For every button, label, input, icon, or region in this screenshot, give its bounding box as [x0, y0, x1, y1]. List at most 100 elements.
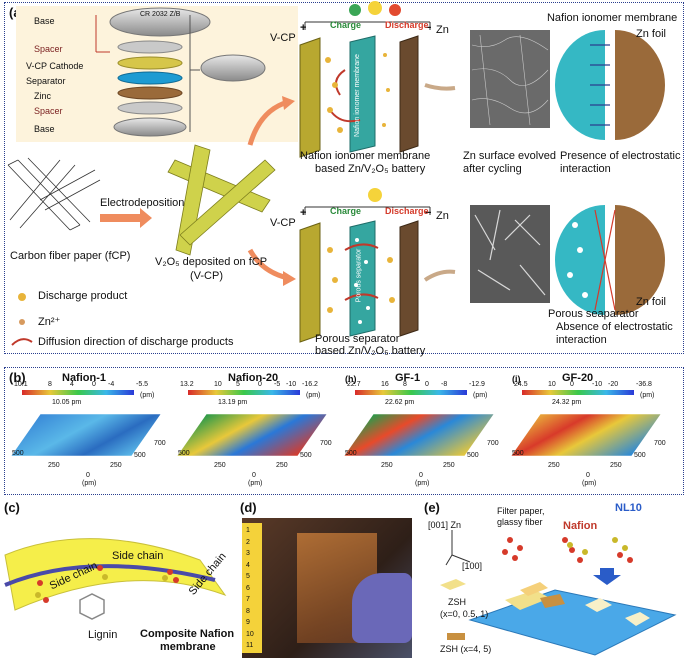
nl10-label: NL10 [615, 502, 642, 514]
electrodeposition-label: Electrodeposition [100, 197, 185, 209]
ruler-tick-label: 5 [246, 573, 250, 580]
stack-label-base-bottom: Base [34, 124, 55, 134]
afm-axis-f: 700 [320, 440, 332, 447]
sem-top-caption-1: Zn surface evolved [463, 150, 556, 162]
afm-title: Nafion-1 [62, 372, 106, 384]
afm-tick-3: -10 [592, 381, 603, 388]
afm-axis-z: (pm) [582, 480, 597, 487]
afm-tick-4: -5 [274, 381, 281, 388]
afm-unit: (pm) [140, 392, 155, 399]
afm-tick-3: 0 [258, 381, 262, 388]
top-plus-terminal: + [300, 22, 307, 34]
stack-label-separator: Separator [26, 76, 66, 86]
afm-corner: (i) [512, 374, 521, 384]
zsh-label-2: ZSH (x=4, 5) [440, 644, 492, 654]
afm-colorbar [522, 390, 634, 395]
zn-substrate [468, 589, 677, 656]
side-chain-label-1: Side chain [47, 559, 100, 593]
top-cell-caption-1: Nafion ionomer membrane [300, 150, 431, 162]
filter-paper-molecule [502, 537, 523, 561]
afm-min: -16.2 [302, 381, 318, 388]
afm-axis-z: (pm) [248, 480, 263, 487]
circle-bottom-separator-label: Porous seaparator [548, 308, 639, 320]
zsh-platelets [505, 582, 650, 626]
zsh-label-1: ZSH [448, 597, 466, 607]
bottom-charge-label: Charge [330, 206, 362, 216]
afm-axis-a: 500 [345, 450, 357, 457]
afm-axis-f: 700 [154, 440, 166, 447]
afm-height: 22.62 pm [385, 399, 415, 406]
afm-axis-b: 250 [48, 462, 60, 469]
afm-tick-2: 0 [570, 381, 574, 388]
afm-axis-d: 250 [610, 462, 622, 469]
bottom-zn-label: Zn [436, 210, 449, 222]
afm-axis-c: 0 [586, 472, 590, 479]
afm-colorbar [355, 390, 467, 395]
afm-axis-d: 250 [276, 462, 288, 469]
afm-height: 24.32 pm [552, 399, 582, 406]
afm-surface [511, 414, 661, 456]
panel-e-tag: (e) [424, 500, 440, 515]
circle-top-caption-1: Presence of electrostatic [560, 150, 681, 162]
afm-tick-2: 5 [236, 381, 240, 388]
bottom-discharge-label: Discharge [385, 206, 429, 216]
stack-label-spacer-2: Spacer [34, 106, 63, 116]
afm-height: 10.05 pm [52, 399, 82, 406]
bottom-minus-terminal: − [425, 207, 432, 219]
afm-tick-1: 10 [214, 381, 222, 388]
afm-axis-a: 500 [12, 450, 24, 457]
afm-tick-2: 4 [70, 381, 74, 388]
bottom-cell-caption-1: Porous separator [315, 333, 400, 345]
afm-surface [11, 414, 161, 456]
afm-tick-2: 8 [403, 381, 407, 388]
afm-axis-e: 500 [134, 452, 146, 459]
afm-tick-1: 8 [48, 381, 52, 388]
afm-tick-4: -4 [108, 381, 115, 388]
legend-zn-label: Zn²⁺ [38, 316, 61, 328]
afm-title: GF-1 [395, 372, 421, 384]
afm-unit: (pm) [473, 392, 488, 399]
zsh-label-1b: (x=0, 0.5, 1) [440, 609, 489, 619]
nafion-label: Nafion [563, 520, 598, 532]
afm-min: -36.8 [636, 381, 652, 388]
afm-tick-4: -8 [441, 381, 448, 388]
fcp-label: Carbon fiber paper (fCP) [10, 250, 131, 262]
filter-paper-label-2: glassy fiber [497, 517, 543, 527]
circle-bottom-caption-2: interaction [556, 334, 607, 346]
bottom-plus-terminal: + [300, 207, 307, 219]
afm-axis-f: 700 [487, 440, 499, 447]
composite-label-2: membrane [160, 641, 216, 653]
afm-colorbar [22, 390, 134, 395]
afm-axis-z: (pm) [82, 480, 97, 487]
lignin-label: Lignin [88, 629, 118, 641]
zsh-legend-swatch-2 [447, 633, 465, 640]
legend-diffusion-label: Diffusion direction of discharge product… [38, 336, 234, 348]
axis-001-label: [001] Zn [428, 520, 462, 530]
afm-axis-c: 0 [419, 472, 423, 479]
circle-top-membrane-label: Nafion ionomer membrane [546, 12, 678, 24]
coin-cell-stack-box: Base Spacer V-CP Cathode Separator Zinc … [16, 6, 298, 142]
afm-corner: (h) [345, 374, 357, 384]
glove-hand [352, 573, 412, 643]
sem-top-caption-2: after cycling [463, 163, 522, 175]
panel-b: (b) [4, 367, 684, 495]
panel-d-tag: (d) [240, 500, 257, 515]
afm-surface [177, 414, 327, 456]
afm-axis-f: 700 [654, 440, 666, 447]
lignin-molecule [79, 593, 105, 620]
afm-axis-a: 500 [178, 450, 190, 457]
circle-bottom-foil-label: Zn foil [636, 296, 666, 308]
top-zn-label: Zn [436, 24, 449, 36]
afm-height: 13.19 pm [218, 399, 248, 406]
stack-label-base-top: Base [34, 16, 55, 26]
circle-bottom-caption-1: Absence of electrostatic [556, 321, 673, 333]
afm-axis-b: 250 [548, 462, 560, 469]
ruler-tick-label: 6 [246, 584, 250, 592]
top-membrane-text: Nafion ionomer membrane [353, 54, 361, 137]
stack-label-spacer-1: Spacer [34, 44, 63, 54]
nafion-molecule [562, 537, 583, 563]
circle-top-caption-2: interaction [560, 163, 611, 175]
ruler-tick-label: 8 [246, 607, 250, 615]
